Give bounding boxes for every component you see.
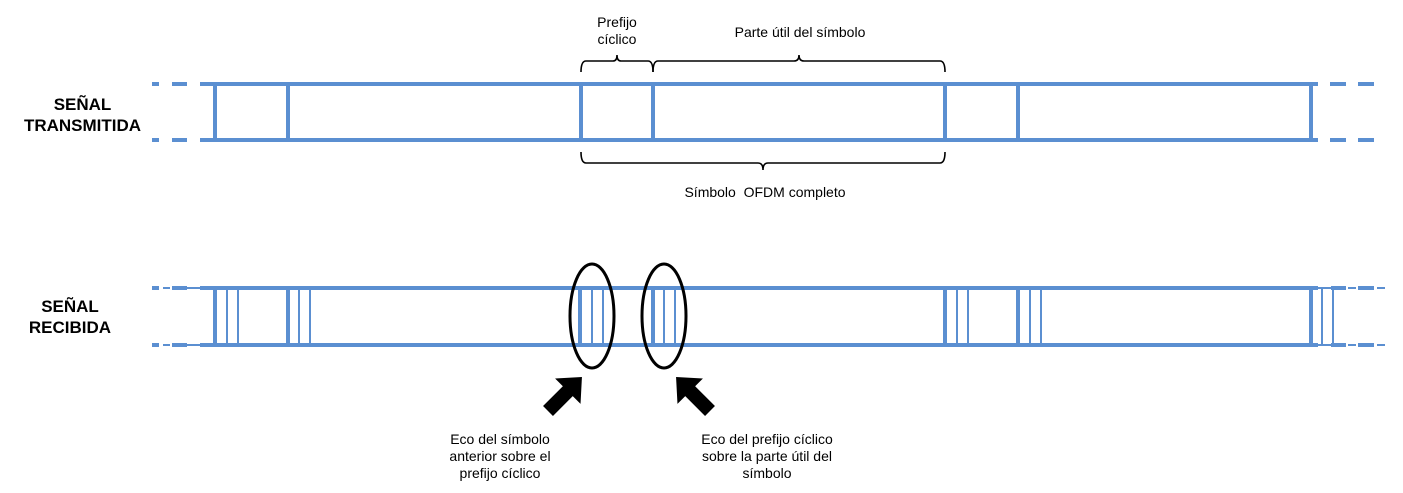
echo-prefix-label: Eco del prefijo cíclico sobre la parte ú…	[672, 431, 862, 482]
transmitted-signal	[152, 82, 1374, 142]
label-line: Eco del símbolo	[450, 431, 550, 447]
useful-part-brace	[652, 54, 946, 73]
label-line: sobre la parte útil del	[702, 448, 832, 464]
boundary-group	[213, 288, 1334, 345]
echo-prev-label: Eco del símbolo anterior sobre el prefij…	[430, 431, 570, 482]
braces	[580, 54, 946, 171]
label-line: SEÑAL	[41, 297, 99, 316]
label-line: RECIBIDA	[28, 318, 112, 337]
arrow-icon	[676, 377, 715, 416]
full-symbol-brace	[580, 151, 946, 171]
echo-prev-ellipse	[568, 262, 616, 370]
transmitted-signal-label: SEÑAL TRANSMITIDA	[20, 94, 145, 136]
label-line: anterior sobre el	[449, 448, 551, 464]
label-line: Eco del prefijo cíclico	[701, 431, 833, 447]
full-symbol-label: Símbolo OFDM completo	[684, 184, 846, 200]
useful-part-label: Parte útil del símbolo	[734, 24, 866, 40]
received-signal-label: SEÑAL RECIBIDA	[20, 296, 120, 338]
echo-prefix-ellipse	[640, 262, 688, 370]
arrow-icon	[543, 377, 582, 416]
label-line: TRANSMITIDA	[23, 116, 142, 135]
label-line: Prefijo	[597, 14, 637, 30]
label-line: cíclico	[597, 31, 637, 47]
cyclic-prefix-label: Prefijo cíclico	[577, 14, 657, 48]
label-line: SEÑAL	[53, 95, 112, 114]
label-line: símbolo	[742, 465, 792, 481]
received-signal	[152, 286, 1385, 347]
cyclic-prefix-brace	[580, 54, 654, 73]
label-line: prefijo cíclico	[459, 465, 541, 481]
